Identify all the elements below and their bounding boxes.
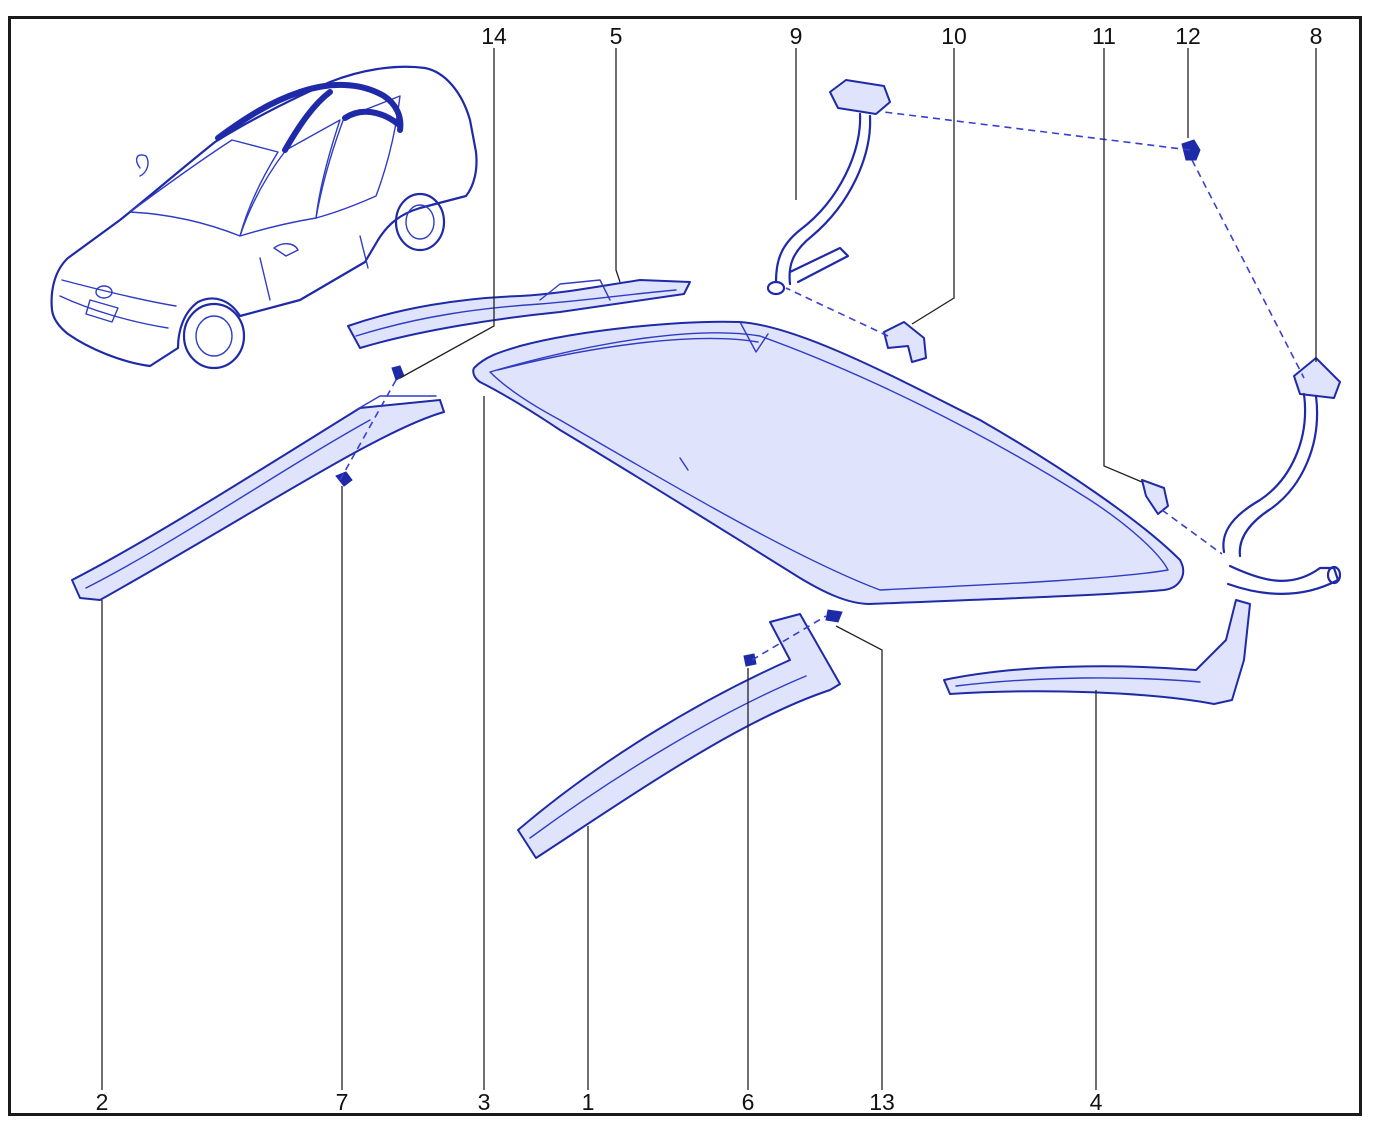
part-4-rail (943, 599, 1251, 705)
part-8-hose (1222, 357, 1342, 596)
callout-10: 10 (941, 23, 967, 49)
callout-labels: 14 5 9 10 11 12 8 2 7 3 1 6 13 4 (96, 23, 1323, 1115)
part-14-screw (391, 365, 405, 381)
car-overview-illustration (50, 65, 478, 370)
assembly-lines (339, 111, 1305, 661)
callout-8: 8 (1310, 23, 1323, 49)
part-13-screw (825, 609, 843, 623)
part-7-nut (335, 471, 353, 487)
part-1-rail (517, 613, 841, 859)
callout-12: 12 (1175, 23, 1201, 49)
callout-1: 1 (582, 1089, 595, 1115)
callout-4: 4 (1090, 1089, 1103, 1115)
part-3-roof-frame (472, 320, 1185, 605)
callout-2: 2 (96, 1089, 109, 1115)
callout-11: 11 (1092, 23, 1116, 49)
callout-6: 6 (742, 1089, 755, 1115)
part-9-hose (766, 79, 891, 296)
part-11-clip (1141, 479, 1169, 515)
callout-9: 9 (790, 23, 803, 49)
callout-3: 3 (478, 1089, 491, 1115)
leader-lines (101, 48, 1317, 1090)
callout-14: 14 (481, 23, 507, 49)
part-10-clip (883, 321, 927, 363)
callout-7: 7 (336, 1089, 349, 1115)
callout-5: 5 (610, 23, 623, 49)
part-2-rail (71, 395, 445, 601)
part-5-rail (347, 279, 691, 349)
part-12-grommet (1181, 139, 1201, 161)
callout-13: 13 (869, 1089, 895, 1115)
part-6-nut (743, 653, 757, 667)
